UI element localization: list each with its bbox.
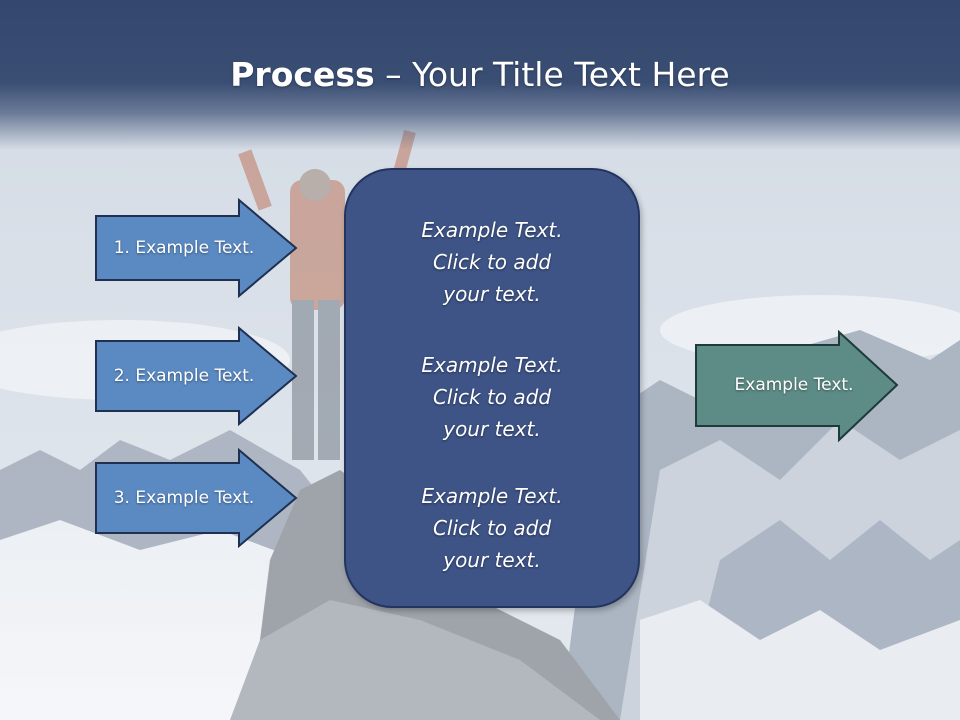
text-line: Example Text. (421, 218, 563, 242)
process-arrow-label: 1. Example Text. (113, 238, 255, 258)
process-arrow-label: 2. Example Text. (113, 366, 255, 386)
center-text-block-1: Example Text. Click to add your text. (346, 214, 638, 310)
title-bold: Process (230, 55, 375, 94)
right-arrow-icon (95, 326, 298, 426)
right-arrow-icon (95, 448, 298, 548)
process-arrow-1[interactable]: 1. Example Text. (94, 198, 298, 298)
process-arrow-3[interactable]: 3. Example Text. (94, 448, 298, 548)
text-line: Example Text. (421, 484, 563, 508)
page-title[interactable]: Process – Your Title Text Here (0, 52, 960, 98)
text-line: your text. (443, 417, 541, 441)
text-line: your text. (443, 282, 541, 306)
text-line: Click to add (432, 250, 552, 274)
process-arrow-2[interactable]: 2. Example Text. (94, 326, 298, 426)
title-rest: – Your Title Text Here (374, 55, 730, 94)
title-bar: Process – Your Title Text Here (0, 0, 960, 150)
center-text-block-3: Example Text. Click to add your text. (346, 480, 638, 576)
center-text-box[interactable]: Example Text. Click to add your text. Ex… (344, 168, 640, 608)
result-arrow[interactable]: Example Text. (694, 330, 900, 444)
process-arrow-label: 3. Example Text. (113, 488, 255, 508)
text-line: your text. (443, 548, 541, 572)
right-arrow-icon (95, 198, 298, 298)
right-arrow-icon (695, 330, 899, 443)
center-text-block-2: Example Text. Click to add your text. (346, 349, 638, 445)
result-arrow-label: Example Text. (734, 375, 854, 395)
text-line: Click to add (432, 385, 552, 409)
text-line: Click to add (432, 516, 552, 540)
text-line: Example Text. (421, 353, 563, 377)
